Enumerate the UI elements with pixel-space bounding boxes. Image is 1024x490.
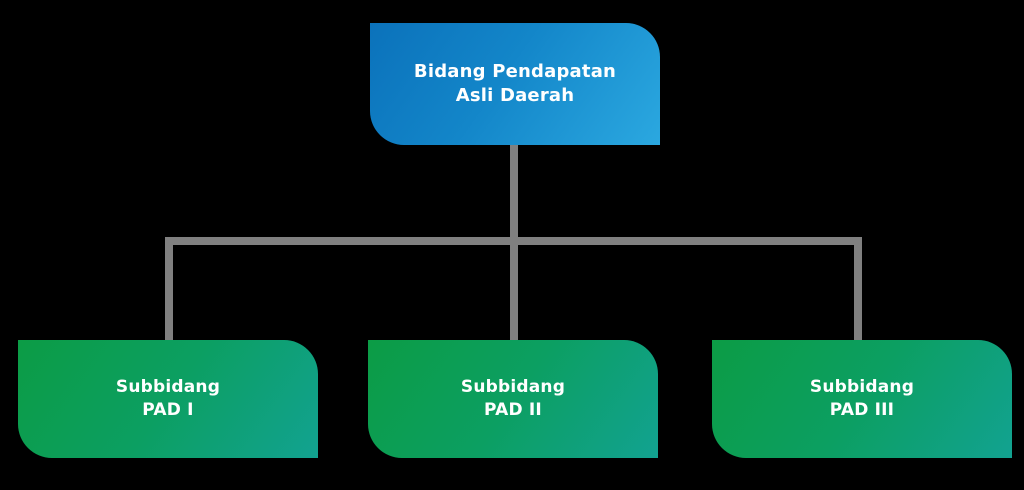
connector-horizontal-bar	[165, 237, 862, 245]
org-node-subbidang-pad-i-label: Subbidang PAD I	[115, 377, 221, 420]
connector-vertical-right	[854, 237, 862, 343]
org-node-root-label: Bidang Pendapatan Asli Daerah	[413, 60, 617, 106]
org-node-subbidang-pad-ii-label: Subbidang PAD II	[460, 377, 566, 420]
org-node-subbidang-pad-iii[interactable]: Subbidang PAD III	[712, 340, 1012, 458]
org-node-subbidang-pad-i[interactable]: Subbidang PAD I	[18, 340, 318, 458]
org-node-subbidang-pad-iii-label: Subbidang PAD III	[809, 377, 915, 420]
connector-vertical-left	[165, 237, 173, 343]
org-node-subbidang-pad-ii[interactable]: Subbidang PAD II	[368, 340, 658, 458]
org-node-root[interactable]: Bidang Pendapatan Asli Daerah	[370, 23, 660, 145]
